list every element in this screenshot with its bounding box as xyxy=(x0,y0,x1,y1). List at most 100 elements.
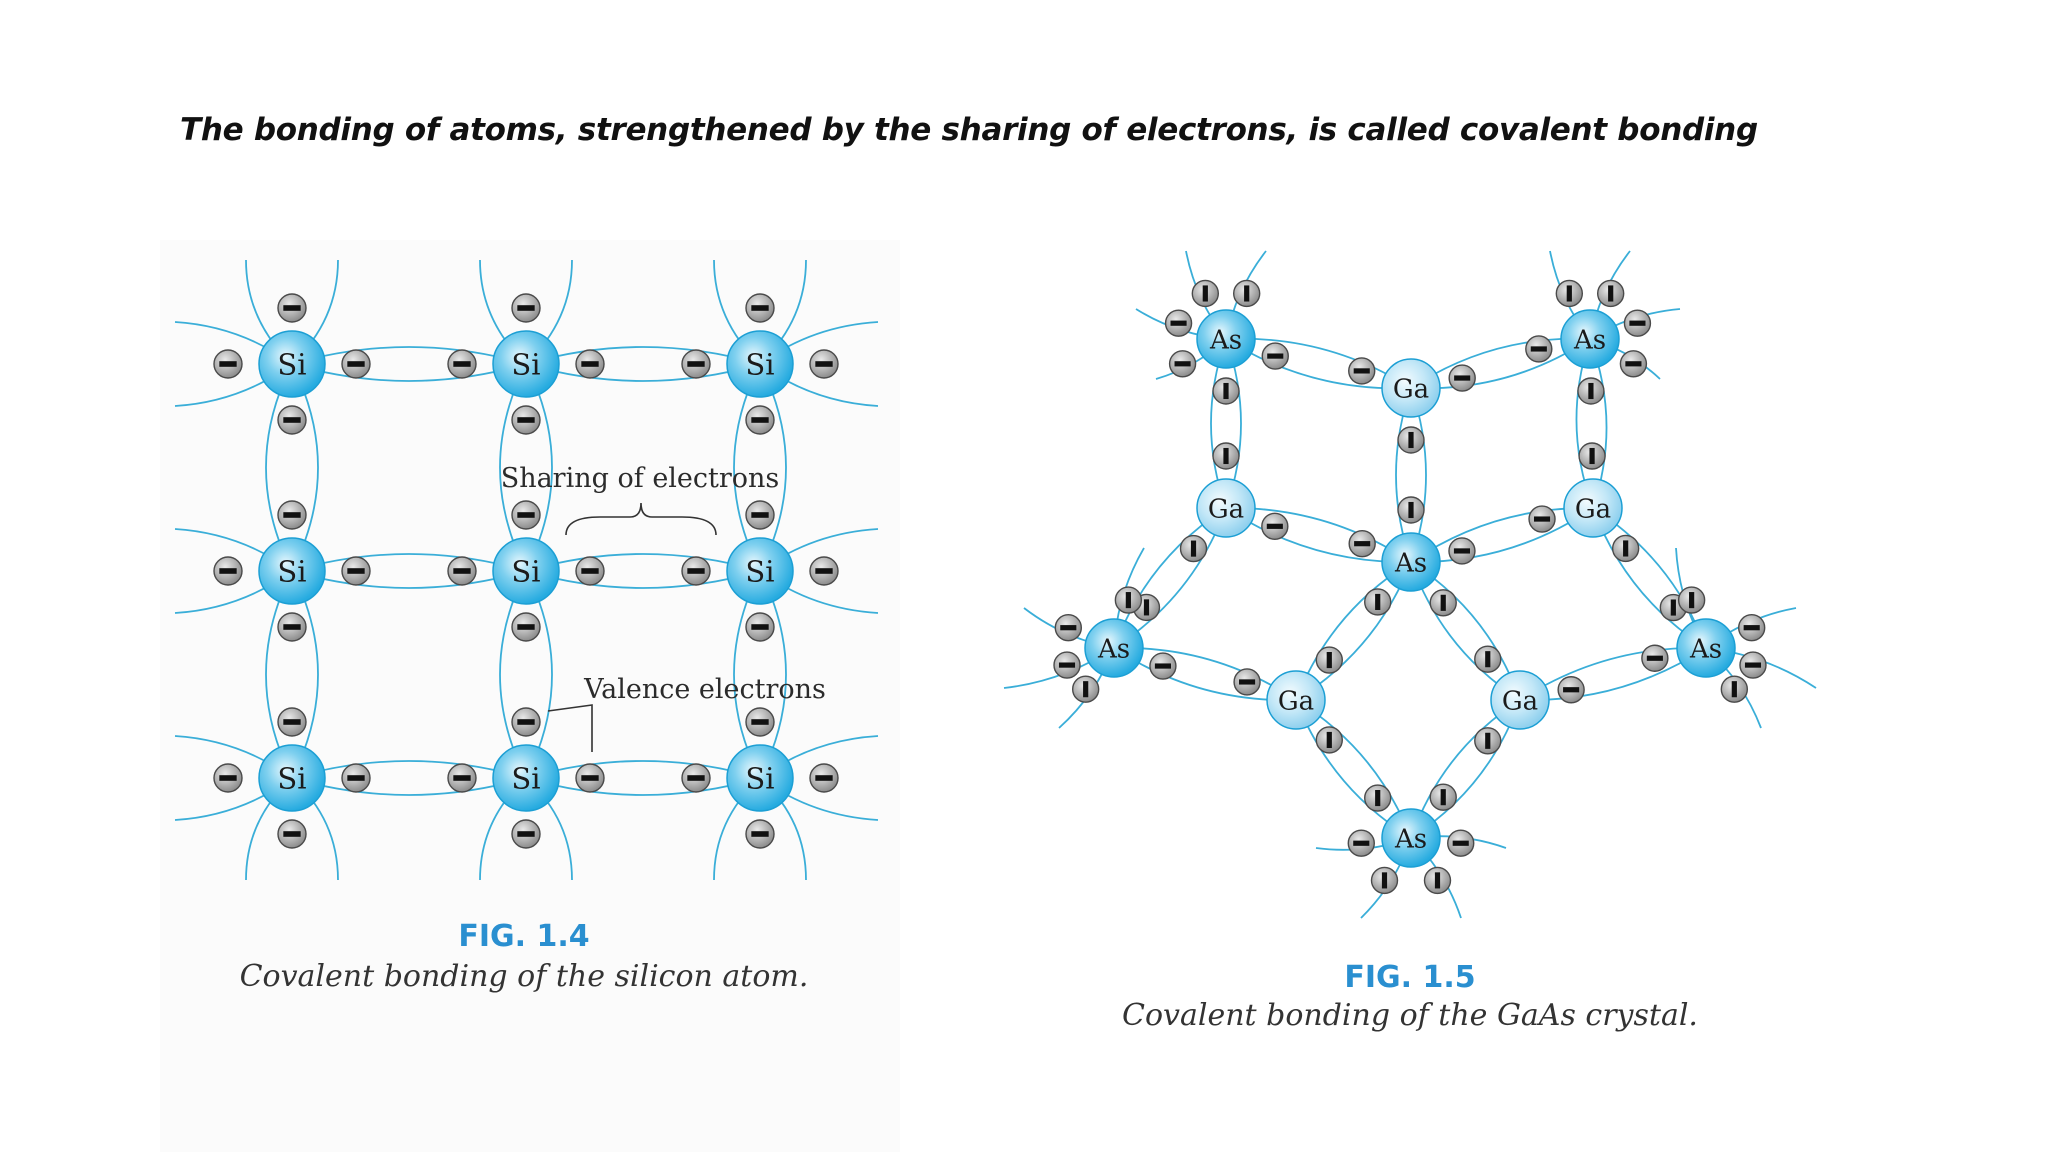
electron-icon xyxy=(1448,364,1476,392)
minus-sign xyxy=(751,719,769,725)
silicon-atom: Si xyxy=(258,330,326,398)
electron-icon xyxy=(213,349,243,379)
atom-core xyxy=(258,330,326,398)
minus-sign xyxy=(1266,523,1283,529)
minus-sign xyxy=(283,624,301,630)
atom-symbol: Si xyxy=(745,347,774,381)
minus-sign xyxy=(1154,663,1171,669)
minus-sign xyxy=(1326,731,1332,749)
atom-core xyxy=(726,744,794,812)
electron-icon xyxy=(745,707,775,737)
electron-icon xyxy=(1164,309,1193,337)
atom-symbol: Ga xyxy=(1393,374,1429,404)
electron-icon xyxy=(1071,675,1100,703)
atom-symbol: Si xyxy=(277,347,306,381)
minus-sign xyxy=(1744,662,1762,668)
electron-icon xyxy=(1641,644,1669,672)
atom-symbol: Ga xyxy=(1502,686,1538,716)
electron-icon xyxy=(1053,651,1081,679)
minus-sign xyxy=(581,775,599,781)
arsenic-atom: As xyxy=(1084,618,1144,678)
minus-sign xyxy=(581,568,599,574)
electron-icon xyxy=(1528,505,1556,533)
electron-icon xyxy=(277,500,307,530)
gaas-electrons xyxy=(1053,279,1767,895)
minus-sign xyxy=(219,775,237,781)
minus-sign xyxy=(751,831,769,837)
minus-sign xyxy=(453,568,471,574)
slide-title: The bonding of atoms, strengthened by th… xyxy=(180,112,1758,148)
minus-sign xyxy=(1375,593,1381,611)
sharing-brace xyxy=(565,502,717,536)
minus-sign xyxy=(1244,285,1250,302)
minus-sign xyxy=(687,568,705,574)
electron-icon xyxy=(575,556,605,586)
minus-sign xyxy=(1608,285,1614,302)
minus-sign xyxy=(219,568,237,574)
electron-icon xyxy=(1619,350,1648,378)
minus-sign xyxy=(517,417,535,423)
electron-icon xyxy=(681,556,711,586)
electron-icon xyxy=(745,293,775,323)
electron-icon xyxy=(1474,645,1502,673)
atom-symbol: As xyxy=(1394,548,1427,578)
minus-sign xyxy=(1060,625,1077,631)
atom-core xyxy=(1084,618,1144,678)
minus-sign xyxy=(751,512,769,518)
silicon-atom: Si xyxy=(492,537,560,605)
minus-sign xyxy=(581,361,599,367)
electron-icon xyxy=(1191,279,1220,308)
electron-icon xyxy=(341,556,371,586)
fig-1-4-number: FIG. 1.4 xyxy=(458,919,589,954)
covalent-bond-horizontal xyxy=(525,553,764,589)
gallium-atom: Ga xyxy=(1196,478,1256,538)
minus-sign xyxy=(219,361,237,367)
electron-icon xyxy=(511,707,541,737)
gallium-atom: Ga xyxy=(1381,358,1441,418)
minus-sign xyxy=(1670,599,1676,616)
minus-sign xyxy=(751,305,769,311)
minus-sign xyxy=(1533,516,1551,522)
minus-sign xyxy=(815,568,833,574)
silicon-atom: Si xyxy=(726,744,794,812)
minus-sign xyxy=(1563,687,1580,693)
atom-core xyxy=(1196,309,1256,369)
electron-icon xyxy=(1054,613,1083,642)
atom-symbol: Ga xyxy=(1208,494,1244,524)
minus-sign xyxy=(347,568,365,574)
covalent-bond-horizontal xyxy=(525,346,764,382)
atom-symbol: As xyxy=(1097,634,1130,664)
electron-icon xyxy=(1557,676,1585,704)
arsenic-atom: As xyxy=(1196,309,1256,369)
electron-icon xyxy=(1261,342,1289,370)
atom-core xyxy=(1563,478,1623,538)
atom-core xyxy=(258,744,326,812)
minus-sign xyxy=(453,361,471,367)
atom-symbol: As xyxy=(1573,325,1606,355)
electron-icon xyxy=(809,349,839,379)
atom-core xyxy=(1381,532,1441,592)
minus-sign xyxy=(687,361,705,367)
minus-sign xyxy=(1143,599,1150,616)
minus-sign xyxy=(283,831,301,837)
electron-icon xyxy=(511,612,541,642)
electron-icon xyxy=(1429,589,1457,617)
electron-icon xyxy=(1348,357,1376,385)
electron-icon xyxy=(1429,783,1457,811)
electron-icon xyxy=(809,556,839,586)
minus-sign xyxy=(1083,681,1089,698)
minus-sign xyxy=(1202,285,1208,302)
minus-sign xyxy=(1530,346,1547,352)
minus-sign xyxy=(1625,361,1642,367)
electron-icon xyxy=(1596,279,1625,308)
atom-core xyxy=(726,537,794,605)
minus-sign xyxy=(283,719,301,725)
silicon-electrons xyxy=(213,293,839,849)
minus-sign xyxy=(517,719,535,725)
minus-sign xyxy=(1353,368,1370,374)
electron-icon xyxy=(277,293,307,323)
covalent-bond-horizontal xyxy=(291,553,530,589)
electron-icon xyxy=(1739,651,1767,679)
